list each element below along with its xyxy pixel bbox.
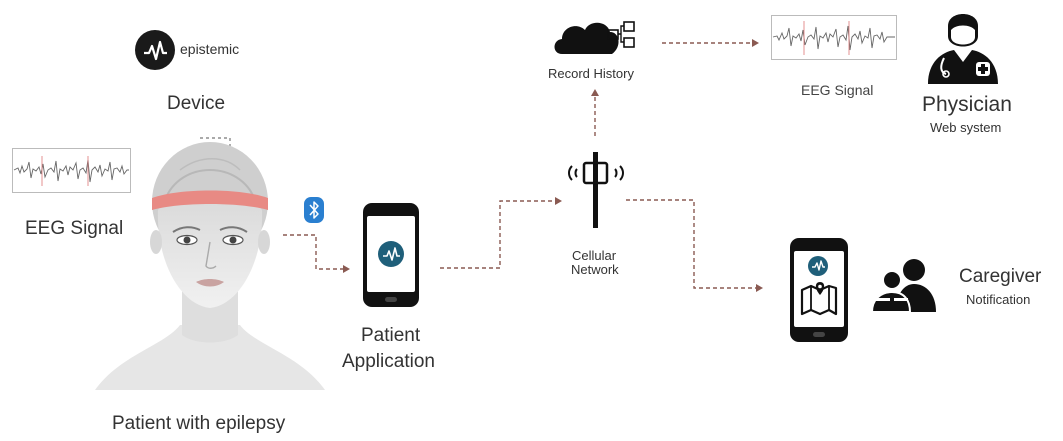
cellular-label-line1: Cellular (572, 248, 617, 263)
physician-icon (928, 14, 998, 84)
caregiver-phone (790, 238, 848, 342)
patient-phone (363, 203, 419, 307)
patient-app-label-line1: Patient (361, 325, 421, 346)
cloud-database-icon (554, 21, 635, 54)
epistemic-logo (135, 30, 175, 70)
eeg-signal-thumbnail-left (12, 148, 131, 193)
caregiver-label: Caregiver (959, 266, 1042, 287)
eeg-signal-label-left: EEG Signal (25, 218, 124, 239)
patient-head-illustration (95, 142, 325, 390)
connector-cellular-to-caregiver (626, 199, 763, 292)
connector-app-to-cellular (440, 197, 562, 269)
connector-cellular-to-record (591, 89, 599, 136)
device-label: Device (167, 93, 226, 114)
wave-icon (144, 40, 167, 61)
patient-app-label-line2: Application (342, 351, 435, 372)
eeg-signal-thumbnail-right (771, 15, 897, 60)
caregiver-group-icon (870, 259, 936, 313)
connector-head-to-app (283, 234, 350, 273)
app-icon-small (808, 256, 828, 276)
brand-name: epistemic (180, 41, 240, 57)
patient-label: Patient with epilepsy (112, 413, 286, 434)
record-history-label: Record History (548, 66, 634, 81)
cellular-label-line2: Network (571, 262, 619, 277)
physician-label: Physician (922, 93, 1012, 116)
cellular-tower-icon (568, 152, 624, 228)
app-icon (378, 241, 404, 267)
notification-label: Notification (966, 292, 1031, 307)
eeg-signal-label-right: EEG Signal (801, 82, 874, 98)
connector-record-to-physician (662, 39, 759, 47)
bluetooth-icon (304, 197, 324, 223)
web-system-label: Web system (930, 120, 1002, 135)
map-location-icon (800, 282, 838, 316)
